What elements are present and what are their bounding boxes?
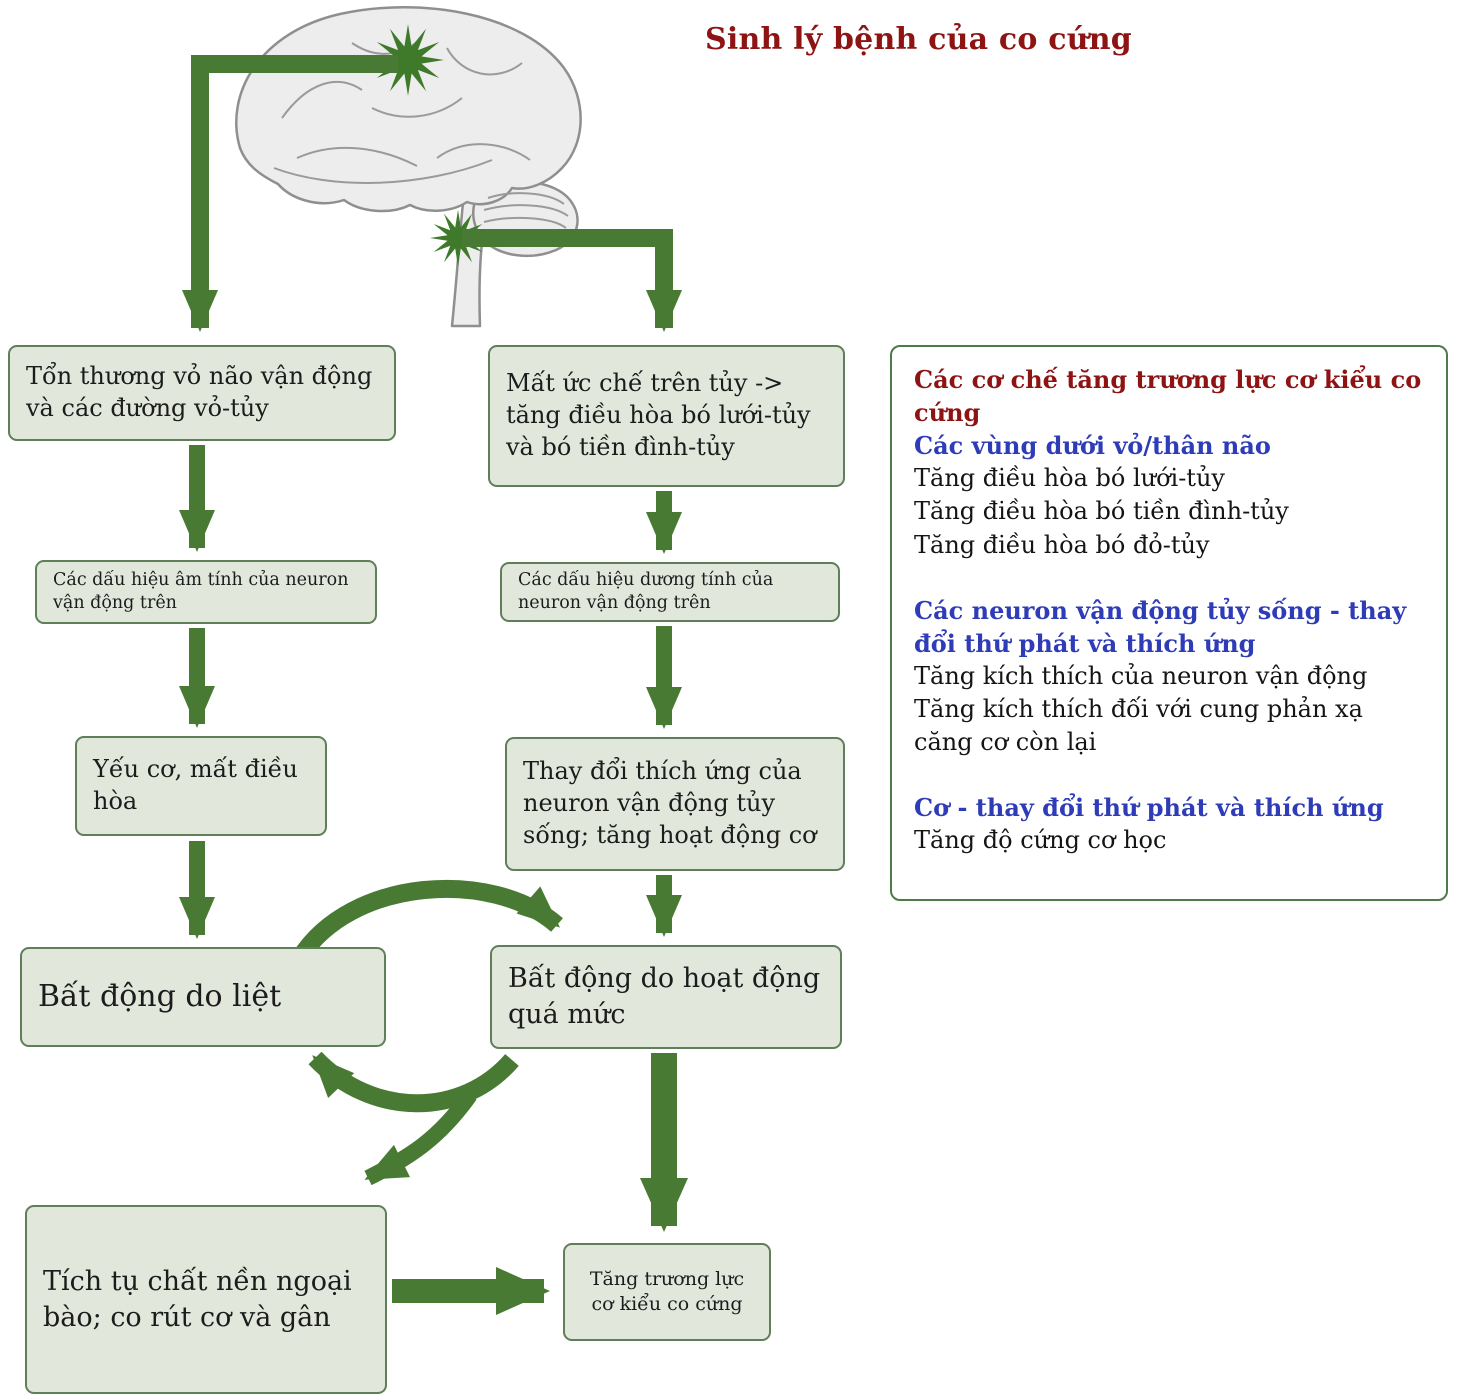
flow-box-label: Tăng trương lực cơ kiểu co cứng [589,1267,745,1315]
panel-heading: Các cơ chế tăng trương lực cơ kiểu co cứ… [914,365,1422,428]
panel-item: Tăng kích thích đối với cung phản xạ căn… [914,694,1363,757]
flow-box-extracellular-matrix: Tích tụ chất nền ngoại bào; co rút cơ và… [25,1205,387,1394]
panel-section-title-muscle: Cơ - thay đổi thứ phát và thích ứng [914,793,1384,823]
mechanisms-panel: Các cơ chế tăng trương lực cơ kiểu co cứ… [890,345,1448,901]
flow-box-label: Các dấu hiệu âm tính của neuron vận động… [53,570,349,613]
flow-box-motor-cortex-lesion: Tổn thương vỏ não vận động và các đường … [8,345,396,441]
flow-box-label: Tích tụ chất nền ngoại bào; co rút cơ và… [43,1265,352,1333]
flow-box-adaptive-changes: Thay đổi thích ứng của neuron vận động t… [505,737,845,871]
panel-item: Tăng điều hòa bó lưới-tủy [914,464,1225,493]
panel-section-title-subcortical: Các vùng dưới vỏ/thân não [914,431,1271,461]
flow-box-label: Mất ức chế trên tủy -> tăng điều hòa bó … [506,369,811,461]
cycle-branch-arrow [364,1090,477,1186]
flow-box-label: Tổn thương vỏ não vận động và các đường … [26,362,373,422]
flow-box-label: Thay đổi thích ứng của neuron vận động t… [523,757,817,849]
flow-box-label: Yếu cơ, mất điều hòa [93,755,298,815]
flow-box-spastic-hypertonia: Tăng trương lực cơ kiểu co cứng [563,1243,771,1341]
cycle-arrow-top [292,879,563,964]
brain-gyri-lines [273,37,569,241]
cortical-lesion-star-icon [372,24,444,96]
flow-box-label: Các dấu hiệu dương tính của neuron vận đ… [518,570,774,613]
arrow-cortex-lesion-to-box [182,55,398,332]
panel-item: Tăng kích thích của neuron vận động [914,661,1368,690]
flow-box-label: Bất động do hoạt động quá mức [508,963,821,1030]
panel-item: Tăng độ cứng cơ học [914,826,1167,855]
cycle-arrow-bottom [308,1051,519,1113]
panel-item: Tăng điều hòa bó tiền đình-tủy [914,497,1289,526]
panel-item: Tăng điều hòa bó đỏ-tủy [914,530,1210,559]
diagram-title: Sinh lý bệnh của co cứng [705,22,1132,57]
flow-box-overactivity-immobilization: Bất động do hoạt động quá mức [490,945,842,1049]
arrow-brainstem-lesion-to-box [462,229,682,332]
flow-box-positive-signs: Các dấu hiệu dương tính của neuron vận đ… [500,562,840,622]
flow-box-negative-signs: Các dấu hiệu âm tính của neuron vận động… [35,560,377,624]
flow-box-weakness: Yếu cơ, mất điều hòa [75,736,327,836]
flow-box-label: Bất động do liệt [38,979,282,1015]
flow-box-immobilization-paralysis: Bất động do liệt [20,947,386,1047]
panel-section-title-spinal-neurons: Các neuron vận động tủy sống - thay đổi … [914,595,1407,658]
brainstem-lesion-star-icon [429,209,487,267]
flow-box-supraspinal-disinhibition: Mất ức chế trên tủy -> tăng điều hòa bó … [488,345,845,487]
